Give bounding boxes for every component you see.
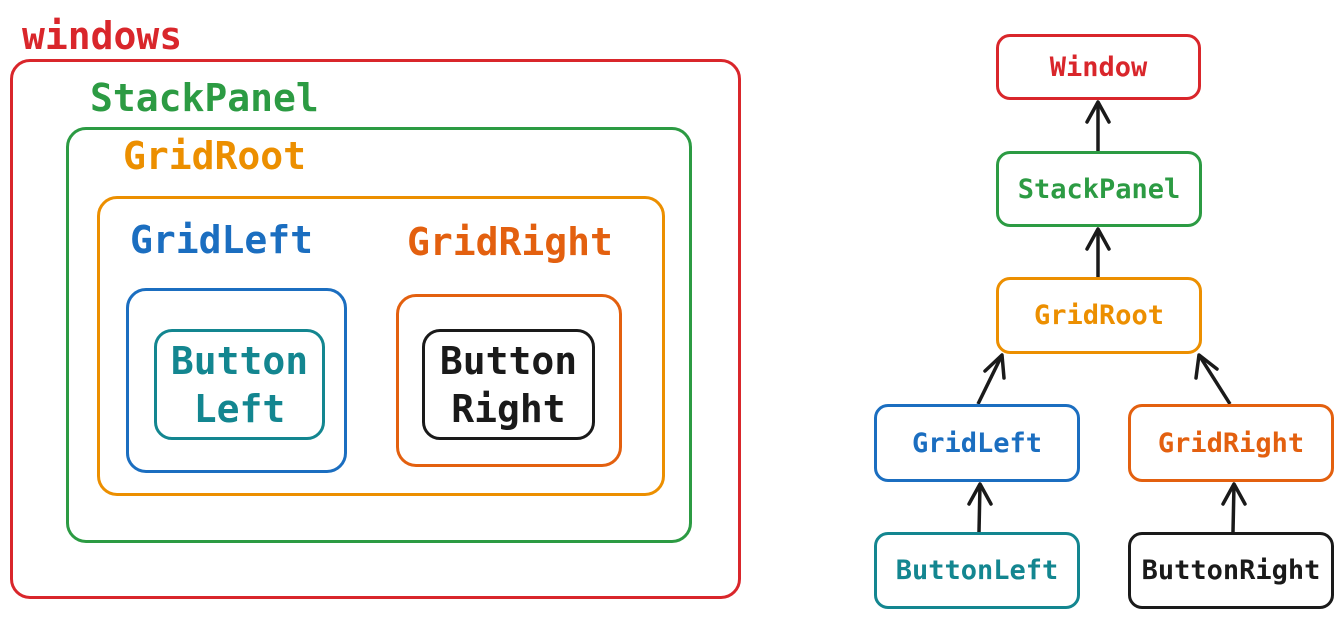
edge-buttonright-to-gridright	[1221, 482, 1247, 533]
grid-root-label: GridRoot	[123, 134, 307, 178]
tree-node-window: Window	[996, 34, 1201, 100]
tree-node-button-right: ButtonRight	[1128, 532, 1334, 609]
window-label: windows	[22, 14, 183, 58]
edge-gridright-to-gridroot	[1194, 353, 1232, 405]
tree-node-stack-panel: StackPanel	[996, 151, 1202, 227]
button-left[interactable]: Button Left	[154, 329, 325, 440]
window-container	[10, 59, 741, 599]
edge-gridroot-to-stackpanel	[1085, 227, 1111, 277]
edge-gridleft-to-gridroot	[976, 353, 1006, 405]
grid-right-label: GridRight	[407, 220, 613, 264]
grid-left-label: GridLeft	[130, 218, 314, 262]
tree-node-grid-left: GridLeft	[874, 404, 1080, 482]
grid-right-container	[396, 294, 622, 467]
button-right[interactable]: Button Right	[422, 329, 595, 440]
grid-left-container	[126, 288, 347, 473]
stack-panel-label: StackPanel	[90, 76, 319, 120]
tree-node-grid-root: GridRoot	[996, 277, 1202, 354]
tree-node-grid-right: GridRight	[1128, 404, 1334, 482]
grid-root-container	[97, 196, 665, 496]
stack-panel-container	[66, 127, 692, 543]
button-right-label: Button Right	[439, 338, 578, 431]
edge-buttonleft-to-gridleft	[967, 482, 993, 533]
tree-node-button-left: ButtonLeft	[874, 532, 1080, 609]
button-left-label: Button Left	[170, 338, 309, 431]
edge-stackpanel-to-window	[1085, 100, 1111, 151]
